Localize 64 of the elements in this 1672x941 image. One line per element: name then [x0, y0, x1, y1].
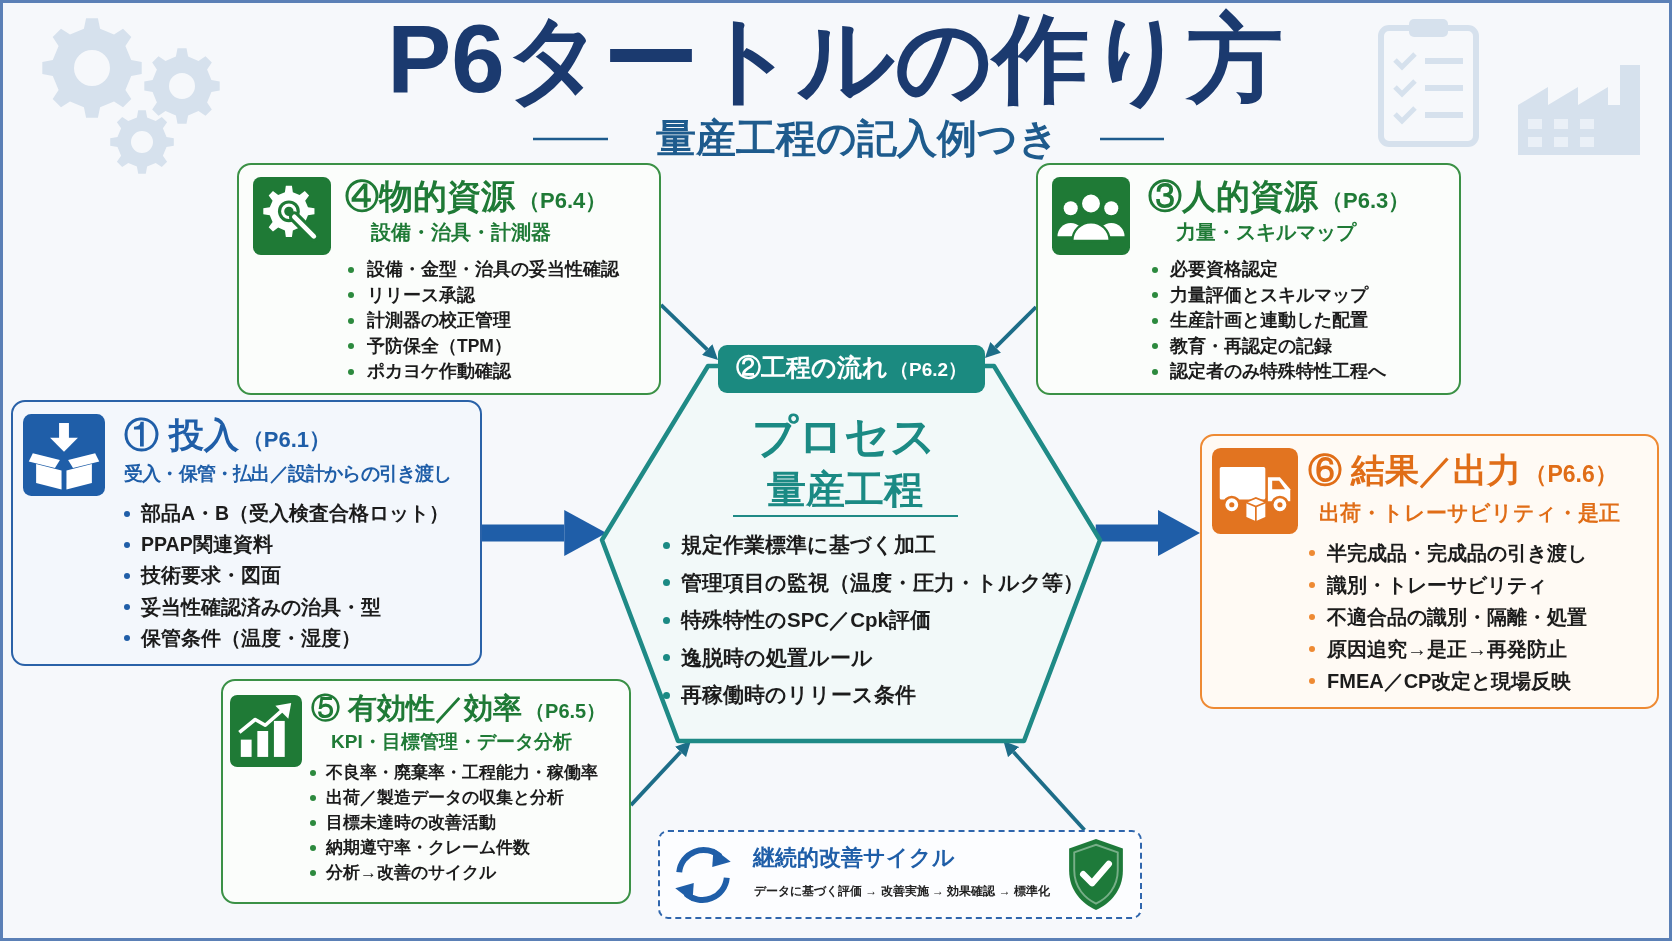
- list-item: 力量評価とスキルマップ: [1152, 284, 1368, 307]
- list-item: 設備・金型・治具の妥当性確認: [348, 259, 619, 280]
- block-arrow: [1095, 510, 1200, 556]
- card-title: ⑤ 有効性／効率: [311, 692, 523, 726]
- card-subtitle: 受入・保管・払出／設計からの引き渡し: [124, 463, 452, 485]
- card-title: ⑥ 結果／出力: [1308, 451, 1522, 491]
- panel-title: 継続的改善サイクル: [753, 845, 955, 871]
- badge-title: ②工程の流れ: [735, 353, 888, 382]
- process-title: プロセス: [752, 411, 936, 463]
- list-item: 納期遵守率・クレーム件数: [310, 838, 530, 859]
- list-item: 分析→改善のサイクル: [310, 863, 496, 884]
- page-subtitle: 量産工程の記入例つき: [655, 115, 1059, 161]
- list-item: 出荷／製造データの収集と分析: [310, 788, 564, 809]
- card-subtitle: 設備・治具・計測器: [371, 221, 551, 244]
- section-code: （P6.1）: [241, 427, 331, 453]
- list-item: 必要資格認定: [1152, 259, 1278, 281]
- list-item: ポカヨケ作動確認: [348, 361, 511, 382]
- list-item: 技術要求・図面: [124, 564, 281, 588]
- card-subtitle: 力量・スキルマップ: [1176, 221, 1356, 244]
- list-item: FMEA／CP改定と現場反映: [1309, 669, 1572, 693]
- list-item: 原因追究→是正→再発防止: [1309, 637, 1567, 661]
- list-item: 再稼働時のリリース条件: [663, 683, 916, 708]
- list-item: 不適合品の識別・隔離・処置: [1309, 605, 1587, 629]
- output-card: [1200, 434, 1659, 709]
- list-item: 逸脱時の処置ルール: [663, 645, 873, 671]
- list-item: 不良率・廃棄率・工程能力・稼働率: [310, 763, 598, 784]
- panel-text: データに基づく評価 → 改善実施 → 効果確認 → 標準化: [754, 885, 1050, 899]
- resource-card: [1036, 163, 1461, 395]
- section-code: （P6.6）: [1524, 461, 1618, 488]
- list-item: 規定作業標準に基づく加工: [663, 533, 936, 558]
- card-title: ③人的資源: [1148, 177, 1318, 217]
- arrow: [985, 305, 1038, 358]
- list-item: 部品A・B（受入検査合格ロット）: [124, 502, 450, 526]
- list-item: 目標未達時の改善活動: [310, 813, 496, 834]
- card-title: ④物的資源: [345, 177, 515, 217]
- list-item: 生産計画と連動した配置: [1152, 310, 1368, 332]
- list-item: PPAP関連資料: [124, 533, 273, 557]
- section-code: （P6.4）: [518, 188, 608, 214]
- list-item: 予防保全（TPM）: [348, 335, 512, 357]
- list-item: 計測器の校正管理: [348, 310, 511, 331]
- process-hexagon: [600, 345, 1102, 743]
- card-subtitle: KPI・目標管理・データ分析: [331, 731, 572, 753]
- list-item: 管理項目の監視（温度・圧力・トルク等）: [663, 570, 1084, 596]
- resource-card: [237, 163, 661, 395]
- section-code: （P6.5）: [525, 700, 607, 723]
- arrow: [629, 741, 691, 807]
- list-item: 特殊特性のSPC／Cpk評価: [663, 608, 931, 633]
- card-subtitle: 出荷・トレーサビリティ・是正: [1319, 501, 1620, 525]
- list-item: 妥当性確認済みの治具・型: [124, 595, 381, 619]
- page-title: P6タートルの作り方: [387, 6, 1283, 112]
- list-item: リリース承認: [348, 284, 475, 306]
- list-item: 識別・トレーサビリティ: [1309, 573, 1547, 597]
- arrow: [659, 303, 718, 360]
- process-subtitle: 量産工程: [767, 467, 923, 513]
- list-item: 保管条件（温度・湿度）: [124, 626, 361, 651]
- card-title: ① 投入: [124, 415, 239, 456]
- section-code: （P6.2）: [889, 359, 968, 381]
- kpi-card: [221, 679, 631, 904]
- section-code: （P6.3）: [1321, 188, 1411, 214]
- list-item: 認定者のみ特殊特性工程へ: [1152, 361, 1386, 383]
- input-card: [11, 400, 482, 666]
- list-item: 教育・再認定の記録: [1152, 335, 1332, 358]
- list-item: 半完成品・完成品の引き渡し: [1309, 541, 1587, 565]
- improvement-panel: [658, 830, 1142, 919]
